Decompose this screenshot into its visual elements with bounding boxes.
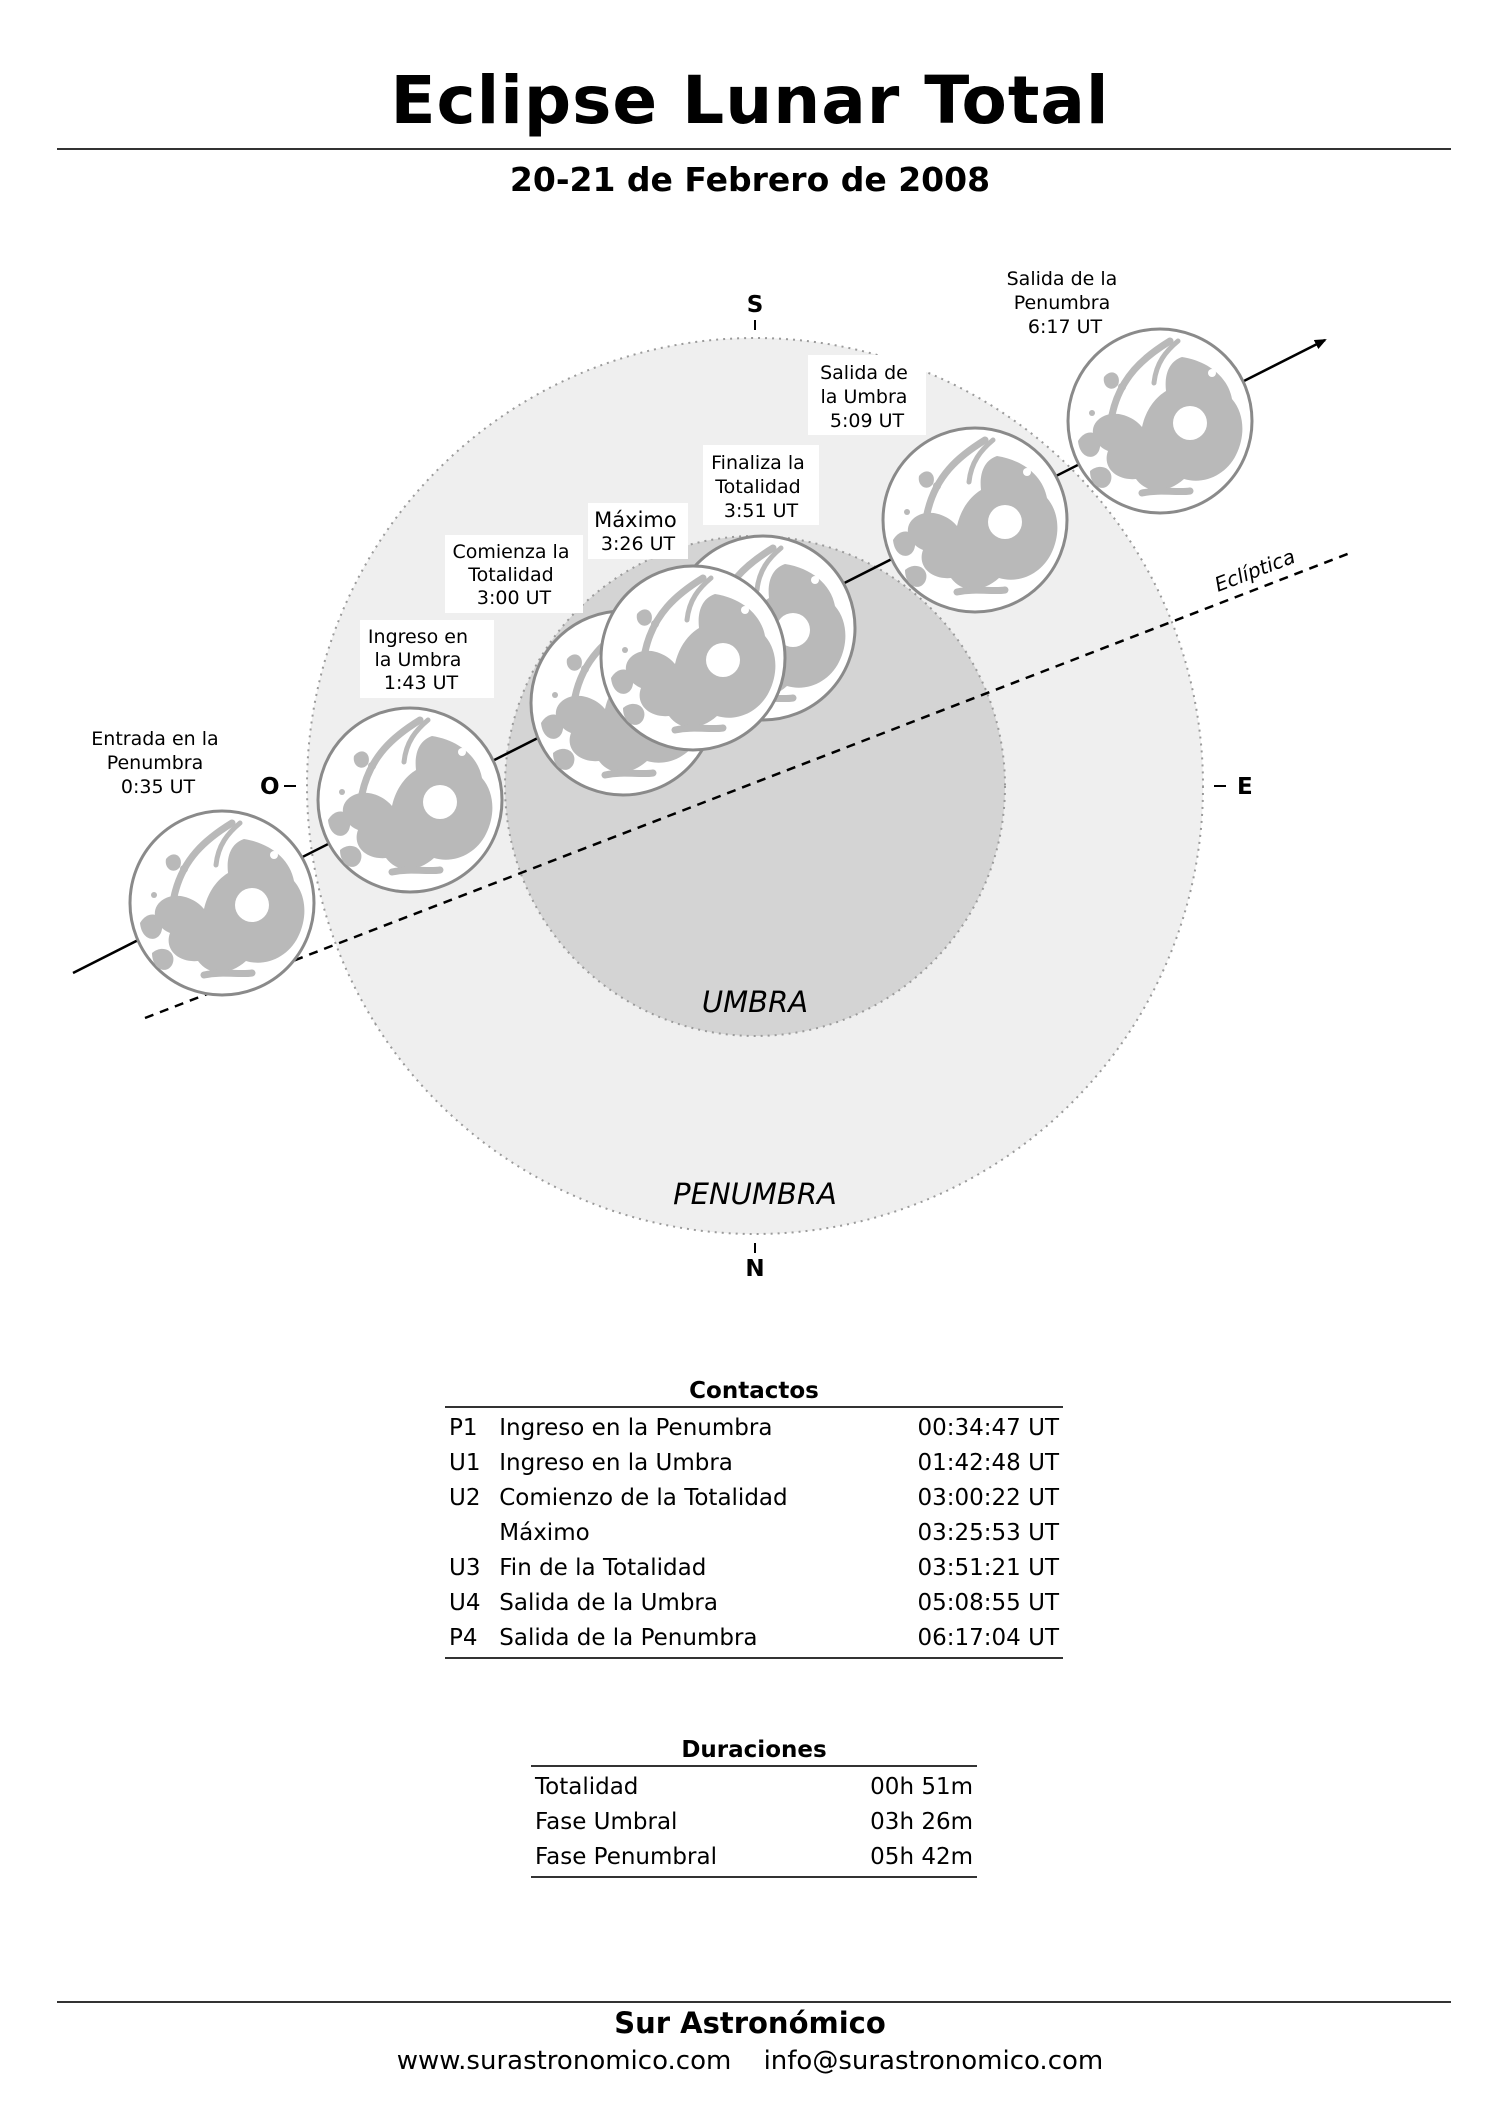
umbra-label: UMBRA [702, 985, 808, 1019]
label-totality-start: Comienza la Totalidad 3:00 UT [452, 541, 575, 609]
email-link[interactable]: info@surastronomico.com [763, 2046, 1104, 2076]
moon-maximum [601, 566, 785, 750]
table-row: U1 Ingreso en la Umbra 01:42:48 UT [445, 1445, 1063, 1480]
contact-event: Ingreso en la Umbra [499, 1449, 733, 1476]
direction-west: O [260, 774, 280, 800]
table-row: U3 Fin de la Totalidad 03:51:21 UT [445, 1550, 1063, 1585]
label-box-penumbra-entry [82, 718, 234, 806]
contact-event: Comienzo de la Totalidad [499, 1484, 788, 1511]
header-divider [57, 148, 1451, 150]
contact-time: 01:42:48 UT [917, 1449, 1060, 1476]
contacts-title: Contactos [689, 1378, 819, 1404]
contact-code [445, 1515, 495, 1550]
contact-code: U3 [449, 1554, 481, 1581]
contact-event: Salida de la Penumbra [495, 1620, 873, 1659]
label-box-totality-end [703, 445, 819, 525]
table-row: Máximo 03:25:53 UT [445, 1515, 1063, 1550]
table-row: U2 Comienzo de la Totalidad 03:00:22 UT [445, 1480, 1063, 1515]
contact-time: 00:34:47 UT [872, 1406, 1063, 1445]
duration-phase: Fase Penumbral [531, 1839, 813, 1878]
durations-title: Duraciones [681, 1737, 827, 1763]
contact-time: 03:25:53 UT [917, 1519, 1060, 1546]
contact-event: Máximo [499, 1519, 590, 1546]
table-row: Fase Umbral 03h 26m [531, 1804, 977, 1839]
label-umbra-entry: Ingreso en la Umbra 1:43 UT [368, 626, 474, 694]
contact-code: P4 [445, 1620, 496, 1659]
contact-event: Ingreso en la Penumbra [495, 1406, 873, 1445]
contact-time: 06:17:04 UT [872, 1620, 1063, 1659]
label-box-totality-start [445, 535, 583, 613]
contact-code: U4 [449, 1589, 481, 1616]
label-penumbra-exit: Salida de la Penumbra 6:17 UT [1007, 268, 1124, 338]
contact-time: 03:00:22 UT [917, 1484, 1060, 1511]
label-box-maximum [588, 503, 688, 559]
direction-north: N [745, 1256, 764, 1282]
duration-value: 05h 42m [812, 1839, 977, 1878]
duration-value: 03h 26m [870, 1808, 973, 1835]
footer-title: Sur Astronómico [614, 2006, 886, 2040]
contact-code: U1 [449, 1449, 481, 1476]
label-totality-end: Finaliza la Totalidad 3:51 UT [711, 452, 811, 522]
label-box-umbra-exit [808, 355, 926, 435]
table-row: U4 Salida de la Umbra 05:08:55 UT [445, 1585, 1063, 1620]
moon-umbra-exit [883, 428, 1067, 612]
contact-event: Salida de la Umbra [499, 1589, 718, 1616]
moon-umbra-entry [318, 708, 502, 892]
moon-penumbra-entry [130, 811, 314, 995]
contact-time: 05:08:55 UT [917, 1589, 1060, 1616]
contact-code: P1 [445, 1406, 496, 1445]
contact-event: Fin de la Totalidad [499, 1554, 707, 1581]
website-link[interactable]: www.surastronomico.com [396, 2046, 732, 2076]
label-umbra-exit: Salida de la Umbra 5:09 UT [820, 362, 914, 432]
page-subtitle: 20-21 de Febrero de 2008 [509, 160, 991, 199]
duration-value: 00h 51m [812, 1765, 977, 1804]
ecliptic-line [144, 551, 1351, 1020]
moon-penumbra-exit [1068, 329, 1252, 513]
label-penumbra-entry: Entrada en la Penumbra 0:35 UT [91, 728, 224, 798]
footer-links: www.surastronomico.com info@surastronomi… [0, 2046, 1500, 2076]
direction-east: E [1237, 774, 1253, 800]
eclipse-diagram: Eclíptica Entrada en la Penumbra 0:35 UT… [72, 268, 1351, 1282]
duration-phase: Totalidad [531, 1765, 813, 1804]
label-maximum: Máximo 3:26 UT [594, 508, 682, 555]
label-box-umbra-entry [360, 620, 494, 698]
duration-phase: Fase Umbral [535, 1808, 678, 1835]
penumbra-label: PENUMBRA [673, 1177, 837, 1211]
page-title: Eclipse Lunar Total [390, 62, 1110, 139]
contact-code: U2 [449, 1484, 481, 1511]
direction-south: S [747, 292, 764, 318]
footer-divider [57, 2001, 1451, 2003]
contact-time: 03:51:21 UT [917, 1554, 1060, 1581]
